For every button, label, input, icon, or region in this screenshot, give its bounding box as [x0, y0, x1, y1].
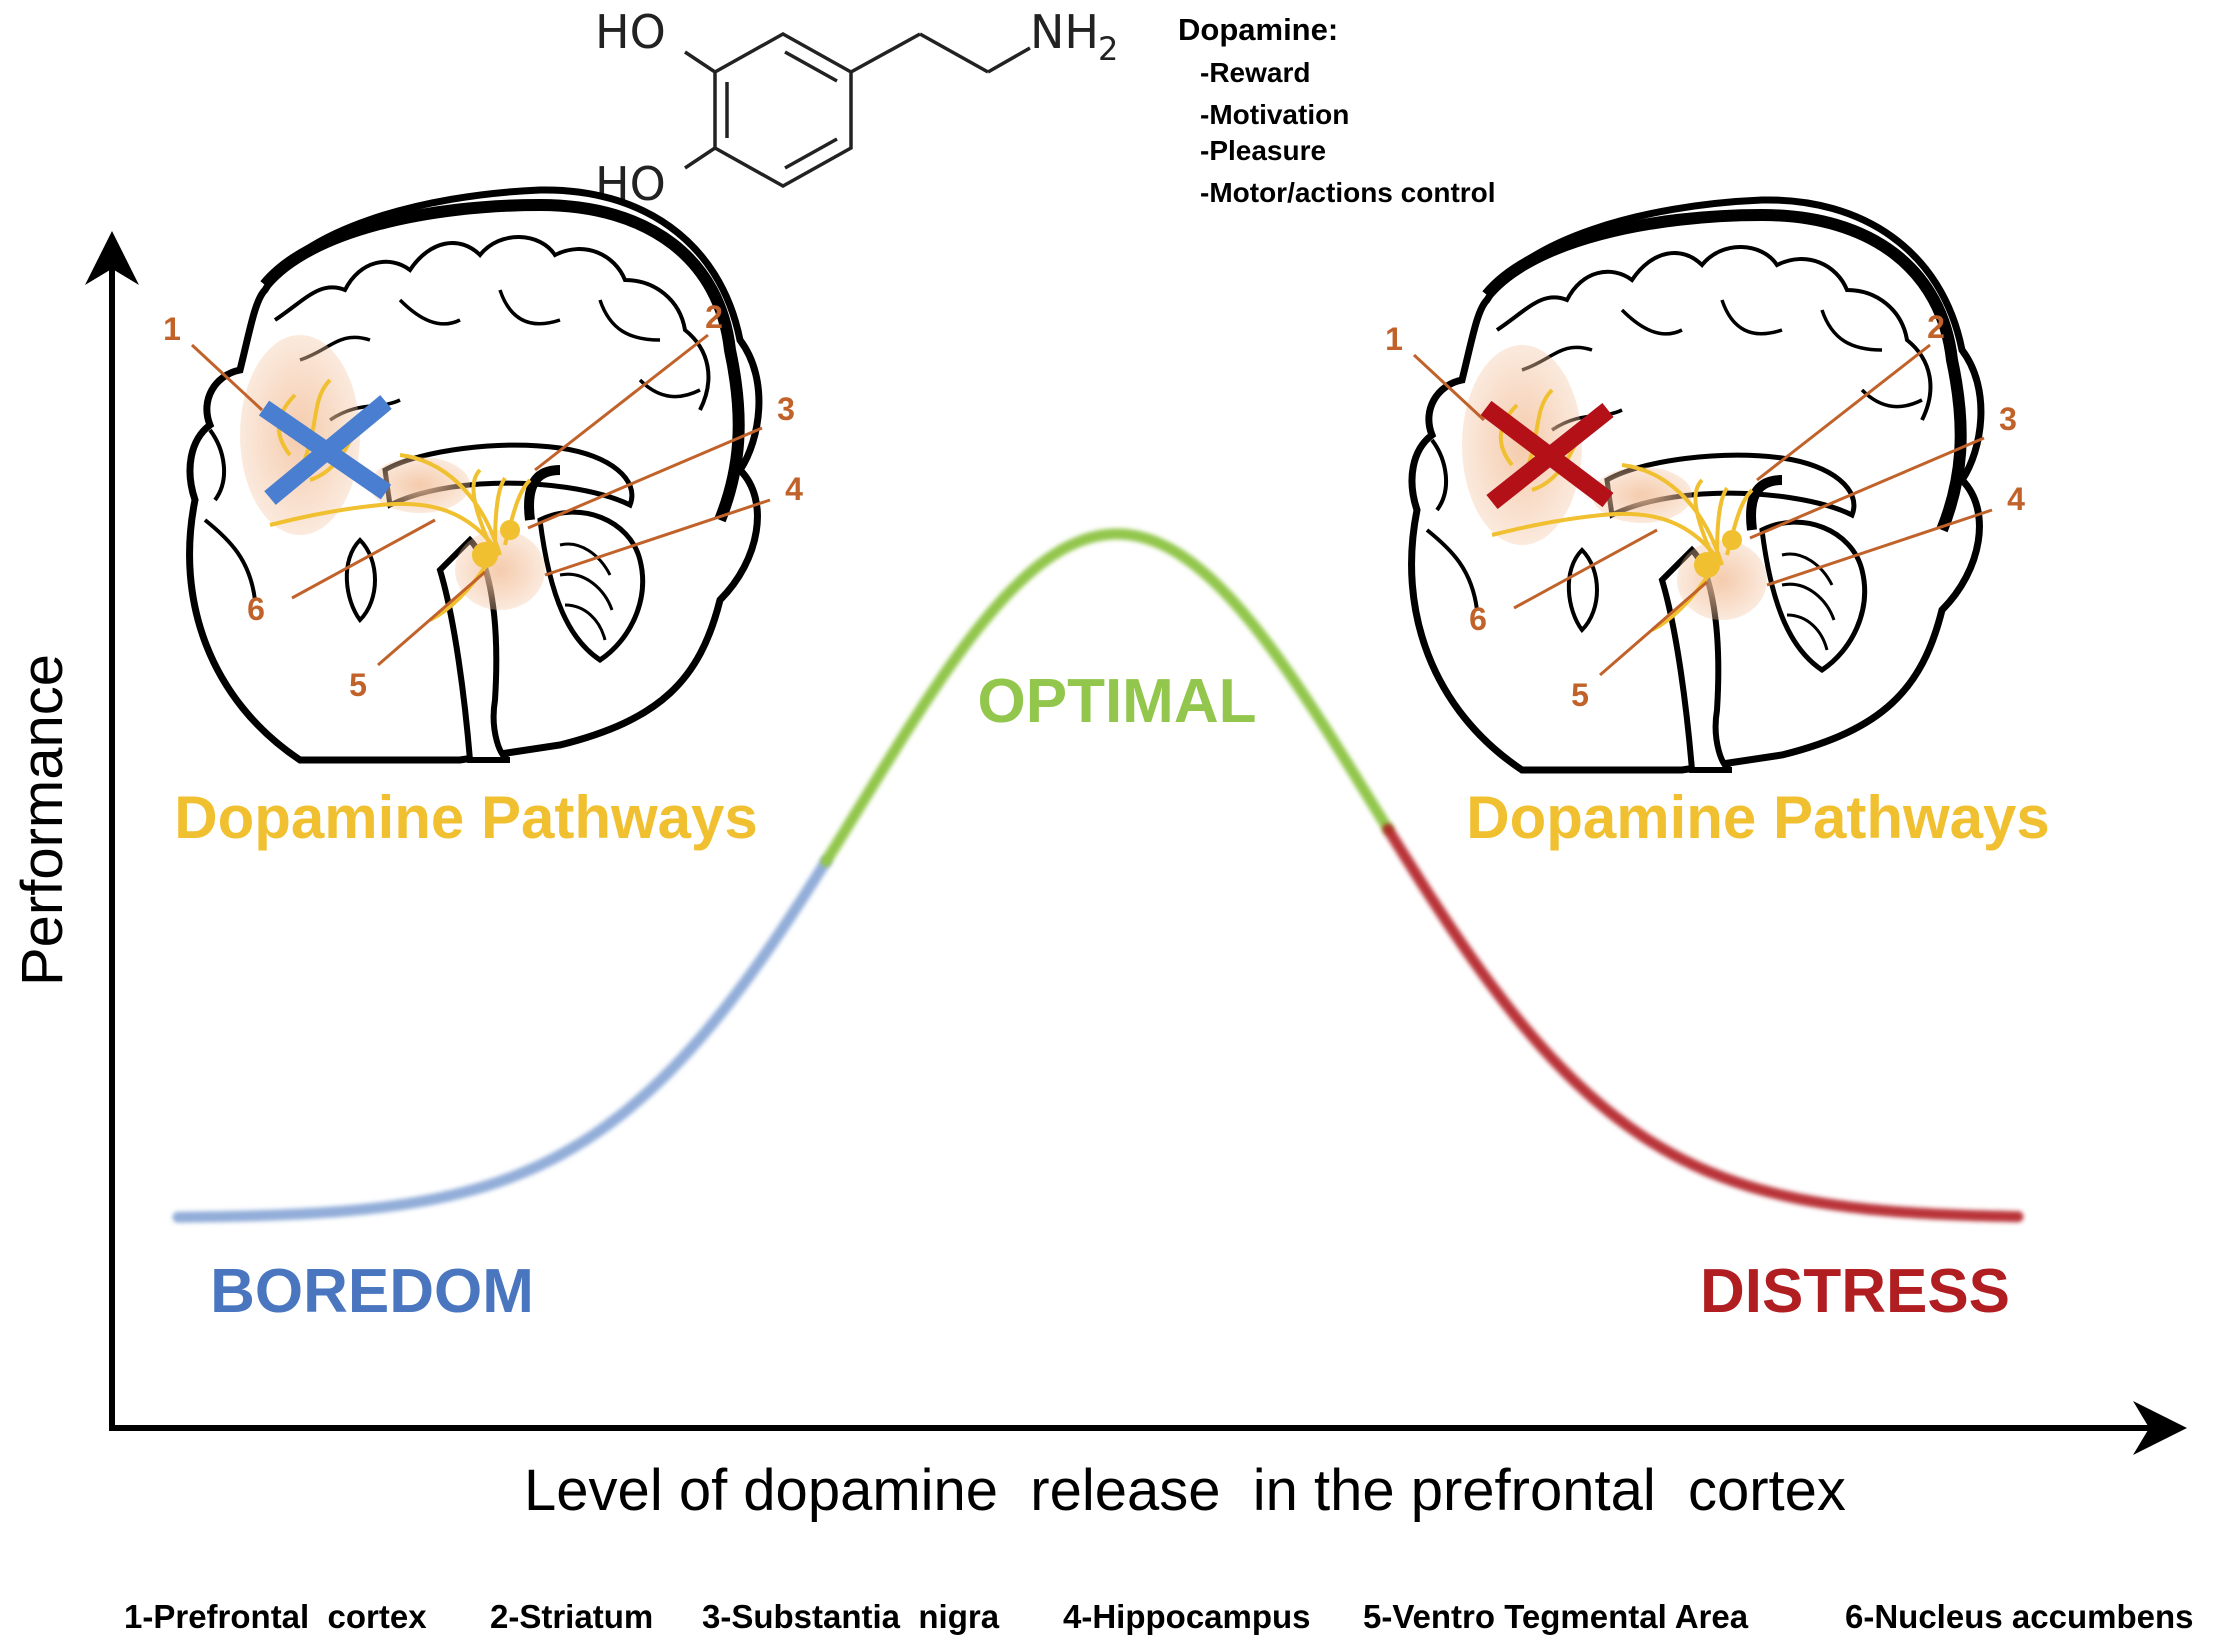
curve-segment-optimal	[820, 528, 1394, 867]
substantia-nigra-node-right	[1722, 530, 1742, 550]
dopamine-function-motor-control: -Motor/actions control	[1200, 177, 1496, 208]
dopamine-function-pleasure: -Pleasure	[1200, 135, 1326, 166]
dopamine-heading: Dopamine:	[1178, 12, 1338, 47]
curve-segment-distress	[1382, 823, 2024, 1223]
zone-label-distress: DISTRESS	[1700, 1257, 2010, 1326]
marker-6-right: 6	[1469, 601, 1487, 637]
dopamine-function-motivation: -Motivation	[1200, 99, 1349, 130]
pathways-label-right: Dopamine Pathways	[1466, 784, 2050, 851]
marker-lines-left	[190, 333, 771, 667]
legend-vta: 5-Ventro Tegmental Area	[1363, 1598, 1749, 1635]
pathways-label-left: Dopamine Pathways	[174, 784, 758, 851]
marker-3-right: 3	[1999, 401, 2017, 437]
vta-node-left	[472, 542, 498, 568]
marker-2-left: 2	[705, 299, 723, 335]
dopamine-molecule	[684, 31, 1031, 189]
legend-substantia-nigra: 3-Substantia nigra	[702, 1598, 1000, 1635]
molecule-amine-group: NH	[1030, 5, 1099, 59]
zone-label-optimal: OPTIMAL	[978, 667, 1257, 736]
x-axis-label: Level of dopamine release in the prefron…	[524, 1458, 1846, 1523]
substantia-nigra-node-left	[500, 520, 520, 540]
molecule-hydroxyl-top: HO	[595, 5, 666, 59]
legend-nucleus-accumbens: 6-Nucleus accumbens	[1845, 1598, 2193, 1635]
marker-1-right: 1	[1385, 321, 1403, 357]
marker-4-right: 4	[2007, 481, 2025, 517]
brain-illustration-left: 1 2 3 4 5 6	[163, 186, 803, 764]
marker-2-right: 2	[1927, 309, 1945, 345]
marker-3-left: 3	[777, 391, 795, 427]
marker-1-left: 1	[163, 311, 181, 347]
x-mark-right	[1480, 400, 1614, 510]
vta-node-right	[1694, 552, 1720, 578]
molecule-amine-subscript: 2	[1098, 30, 1118, 68]
y-axis-label: Performance	[10, 654, 75, 986]
marker-lines-right	[1412, 343, 1993, 677]
brain-illustration-right: 1 2 3 4 5 6	[1385, 196, 2025, 774]
zone-label-boredom: BOREDOM	[210, 1257, 534, 1326]
marker-4-left: 4	[785, 471, 803, 507]
marker-5-right: 5	[1571, 677, 1589, 713]
performance-curve	[172, 528, 2024, 1223]
legend-hippocampus: 4-Hippocampus	[1063, 1598, 1311, 1635]
x-mark-left	[258, 395, 392, 505]
legend-striatum: 2-Striatum	[490, 1598, 653, 1635]
marker-6-left: 6	[247, 591, 265, 627]
midbrain-region-right	[1677, 540, 1767, 620]
marker-5-left: 5	[349, 667, 367, 703]
dopamine-function-reward: -Reward	[1200, 57, 1310, 88]
midbrain-region-left	[455, 530, 545, 610]
legend-prefrontal-cortex: 1-Prefrontal cortex	[124, 1598, 427, 1635]
curve-segment-boredom	[172, 855, 832, 1223]
